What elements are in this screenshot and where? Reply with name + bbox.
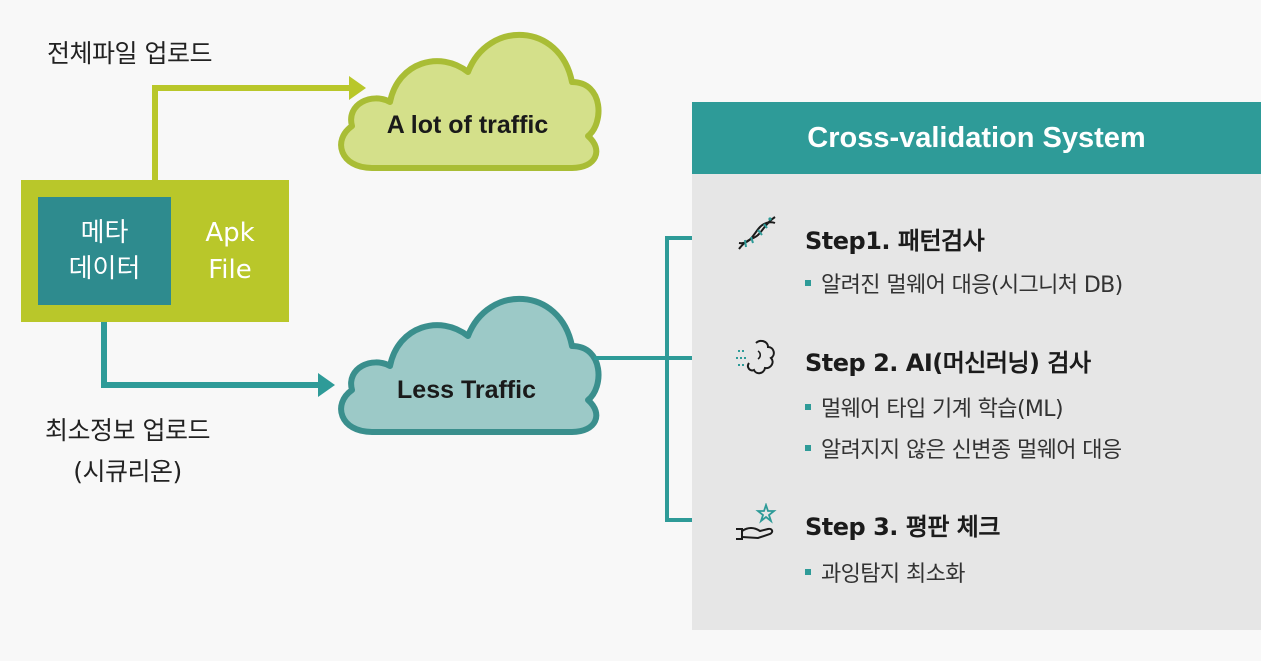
apk-file-label: Apk File — [190, 215, 270, 289]
step2-title: Step 2. AI(머신러닝) 검사 — [805, 349, 1091, 377]
steps-vertical-line — [665, 236, 697, 522]
step2-bullet-2-text: 알려지지 않은 신변종 멀웨어 대응 — [821, 438, 1122, 463]
dna-icon — [738, 216, 776, 250]
panel-title: Cross-validation System — [692, 102, 1261, 174]
minimal-upload-line2: (시큐리온) — [73, 457, 182, 486]
step2-bullet-2: 알려지지 않은 신변종 멀웨어 대응 — [805, 432, 1122, 464]
step3-bullet-1-text: 과잉탐지 최소화 — [821, 562, 965, 587]
minimal-upload-line1: 최소정보 업로드 — [45, 416, 210, 445]
minimal-upload-arrow — [101, 305, 320, 388]
step1-bullet-1: 알려진 멀웨어 대응(시그니처 DB) — [805, 267, 1123, 299]
cloud-bottom-label: Less Traffic — [397, 376, 536, 404]
step3-bullet-1: 과잉탐지 최소화 — [805, 556, 965, 588]
metadata-line1: 메타 — [80, 218, 129, 248]
full-upload-label: 전체파일 업로드 — [47, 39, 212, 68]
apk-line2: File — [208, 255, 252, 285]
step1-bullet-1-text: 알려진 멀웨어 대응(시그니처 DB) — [821, 273, 1123, 298]
metadata-line2: 데이터 — [68, 254, 141, 284]
minimal-upload-arrowhead — [318, 373, 335, 397]
full-upload-arrowhead — [349, 76, 366, 100]
minimal-upload-label: 최소정보 업로드 (시큐리온) — [45, 410, 210, 492]
step2-bullet-1-text: 멀웨어 타입 기계 학습(ML) — [821, 397, 1064, 422]
traffic-cloud-top — [338, 32, 602, 171]
bullet-marker — [805, 280, 811, 286]
cloud-top-label: A lot of traffic — [386, 111, 549, 139]
step1-title: Step1. 패턴검사 — [805, 227, 985, 255]
brain-icon — [736, 339, 775, 375]
traffic-cloud-bottom — [338, 296, 602, 435]
full-upload-arrow — [152, 85, 352, 180]
bullet-marker — [805, 445, 811, 451]
step2-bullet-1: 멀웨어 타입 기계 학습(ML) — [805, 391, 1064, 423]
bullet-marker — [805, 569, 811, 575]
hand-star-icon — [736, 503, 777, 540]
apk-line1: Apk — [205, 218, 255, 248]
bullet-marker — [805, 404, 811, 410]
validation-panel — [692, 102, 1261, 630]
step3-title: Step 3. 평판 체크 — [805, 513, 1000, 541]
metadata-box: 메타 데이터 — [38, 197, 171, 305]
